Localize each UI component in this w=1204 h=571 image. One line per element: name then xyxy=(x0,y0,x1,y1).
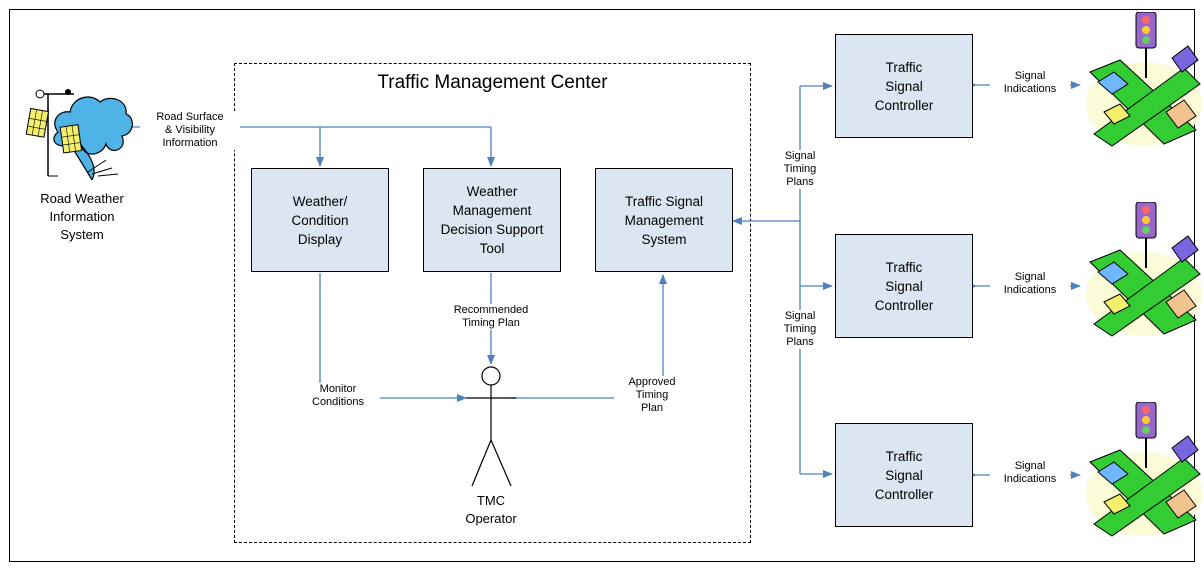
indications-label-1: Signal Indications xyxy=(990,70,1070,96)
decision-support-tool-box: Weather Management Decision Support Tool xyxy=(423,168,561,272)
controller-box-3: Traffic Signal Controller xyxy=(835,423,973,527)
controller-box-2: Traffic Signal Controller xyxy=(835,234,973,338)
controller-box-1: Traffic Signal Controller xyxy=(835,34,973,138)
rwis-label: Road Weather Information System xyxy=(40,191,124,242)
timing-plans-label-2: Signal Timing Plans xyxy=(770,310,830,349)
intersection-icon xyxy=(1086,202,1202,337)
signal-management-box: Traffic Signal Management System xyxy=(595,168,733,272)
weather-station-icon xyxy=(25,89,133,180)
indications-label-2: Signal Indications xyxy=(990,271,1070,297)
approved-plan-label: Approved Timing Plan xyxy=(614,376,690,415)
indications-label-3: Signal Indications xyxy=(990,460,1070,486)
timing-plans-label-1: Signal Timing Plans xyxy=(770,150,830,189)
monitor-line xyxy=(319,273,467,402)
intersection-icon xyxy=(1086,12,1202,147)
tmc-operator-label: TMC Operator xyxy=(465,493,517,526)
stick-figure-icon xyxy=(466,366,516,487)
monitor-conditions-label: Monitor Conditions xyxy=(296,383,380,409)
weather-display-box: Weather/ Condition Display xyxy=(251,168,389,272)
tmc-title: Traffic Management Center xyxy=(377,72,608,93)
tmc-boundary xyxy=(234,63,751,543)
road-surface-label: Road Surface & Visibility Information xyxy=(140,111,240,150)
intersection-icon xyxy=(1086,402,1202,537)
recommended-plan-label: Recommended Timing Plan xyxy=(440,304,542,330)
